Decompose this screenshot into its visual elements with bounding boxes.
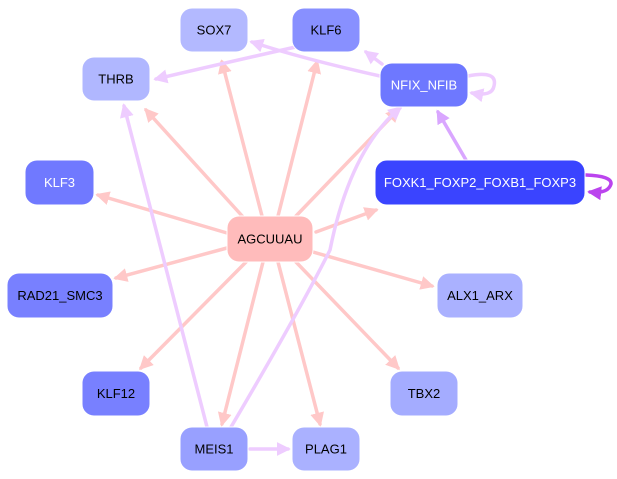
node-box[interactable] xyxy=(179,426,249,472)
node-nfix-nfib[interactable]: NFIX_NFIB xyxy=(379,62,469,108)
node-label: ALX1_ARX xyxy=(447,288,513,303)
node-plag1[interactable]: PLAG1 xyxy=(291,426,361,472)
edge-agcuuau-to-alx1_arx xyxy=(311,250,435,290)
node-meis1[interactable]: MEIS1 xyxy=(179,426,249,472)
node-box[interactable] xyxy=(374,159,586,206)
node-label: KLF12 xyxy=(97,386,135,401)
edge-agcuuau-to-foxk1_foxp2_foxb1_foxp3 xyxy=(314,207,379,234)
edge-agcuuau-to-klf3 xyxy=(95,191,229,235)
node-klf12[interactable]: KLF12 xyxy=(81,370,151,417)
node-box[interactable] xyxy=(6,272,114,319)
edges-layer xyxy=(95,38,613,456)
node-label: PLAG1 xyxy=(305,442,347,457)
edge-foxk1_foxp2_foxb1_foxp3-to-foxk1_foxp2_foxb1_foxp3 xyxy=(584,173,613,201)
node-label: KLF6 xyxy=(310,23,341,38)
node-box[interactable] xyxy=(291,426,361,472)
edge-agcuuau-to-tbx2 xyxy=(294,260,400,371)
node-box[interactable] xyxy=(379,62,469,108)
node-box[interactable] xyxy=(179,7,249,53)
edge-meis1-to-nfix_nfib xyxy=(229,106,403,429)
node-label: KLF3 xyxy=(44,175,75,190)
node-label: MEIS1 xyxy=(194,442,233,457)
node-label: RAD21_SMC3 xyxy=(17,288,102,303)
node-alx1-arx[interactable]: ALX1_ARX xyxy=(436,272,524,319)
node-label: THRB xyxy=(98,72,133,87)
node-sox7[interactable]: SOX7 xyxy=(179,7,249,53)
node-box[interactable] xyxy=(291,7,361,53)
edge-agcuuau-to-sox7 xyxy=(218,59,264,218)
node-label: TBX2 xyxy=(408,386,441,401)
edge-agcuuau-to-klf6 xyxy=(276,59,322,218)
edge-nfix_nfib-to-klf6 xyxy=(363,50,384,66)
node-agcuuau[interactable]: AGCUUAU xyxy=(226,215,314,263)
node-box[interactable] xyxy=(436,272,524,319)
node-box[interactable] xyxy=(24,159,95,206)
node-thrb[interactable]: THRB xyxy=(81,56,151,102)
node-klf6[interactable]: KLF6 xyxy=(291,7,361,53)
node-klf3[interactable]: KLF3 xyxy=(24,159,95,206)
node-tbx2[interactable]: TBX2 xyxy=(389,370,459,417)
node-foxk1-foxp2-foxb1-foxp3[interactable]: FOXK1_FOXP2_FOXB1_FOXP3 xyxy=(374,159,586,206)
edge-meis1-to-thrb xyxy=(120,103,209,429)
edge-agcuuau-to-meis1 xyxy=(217,260,265,427)
node-rad21-smc3[interactable]: RAD21_SMC3 xyxy=(6,272,114,319)
edge-foxk1_foxp2_foxb1_foxp3-to-nfix_nfib xyxy=(436,109,468,162)
node-label: NFIX_NFIB xyxy=(391,78,457,93)
edge-nfix_nfib-to-nfix_nfib xyxy=(466,72,497,103)
node-label: AGCUUAU xyxy=(237,232,302,247)
edge-agcuuau-to-plag1 xyxy=(276,260,324,427)
node-box[interactable] xyxy=(389,370,459,417)
edge-agcuuau-to-rad21_smc3 xyxy=(113,246,229,282)
node-box[interactable] xyxy=(81,56,151,102)
node-box[interactable] xyxy=(81,370,151,417)
edge-agcuuau-to-thrb xyxy=(144,107,246,220)
node-label: SOX7 xyxy=(197,23,232,38)
node-label: FOXK1_FOXP2_FOXB1_FOXP3 xyxy=(384,175,576,190)
node-box[interactable] xyxy=(226,215,314,263)
edge-nfix_nfib-to-sox7 xyxy=(249,38,382,78)
edge-agcuuau-to-klf12 xyxy=(139,260,248,370)
